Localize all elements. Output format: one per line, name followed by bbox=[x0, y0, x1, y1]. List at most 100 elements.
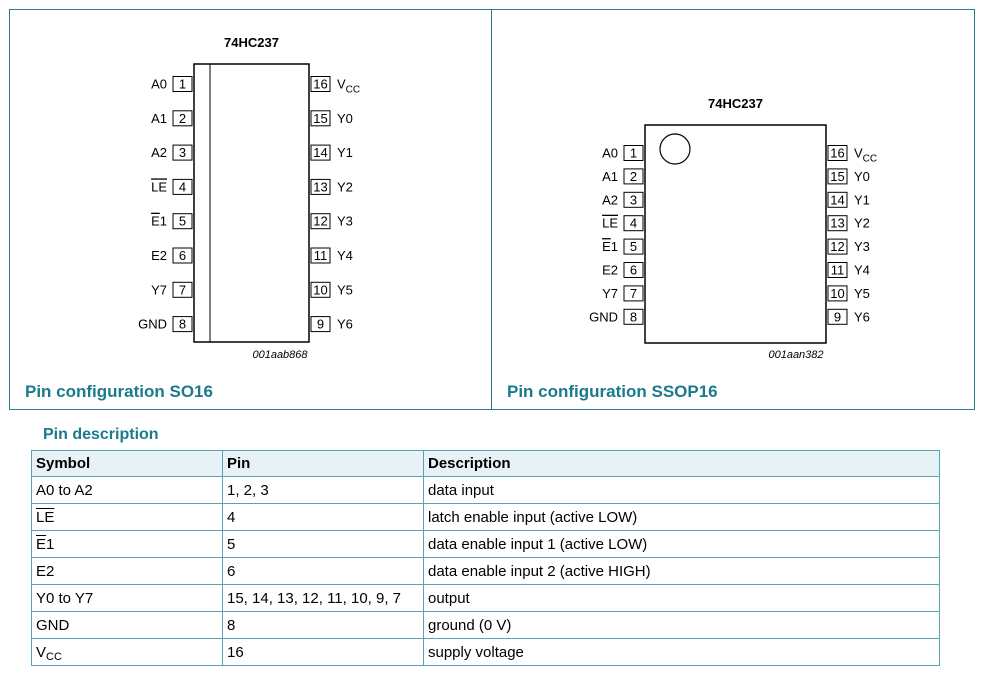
table-row: A0 to A2 1, 2, 3 data input bbox=[31, 476, 940, 504]
pin-number: 12 bbox=[313, 214, 327, 229]
pin-box bbox=[827, 168, 848, 185]
pin-label: E2 bbox=[602, 263, 618, 278]
pin-number: 10 bbox=[313, 282, 327, 297]
pin-label: Y0 bbox=[337, 111, 353, 126]
pin-number: 4 bbox=[179, 179, 186, 194]
pin-number: 7 bbox=[179, 282, 186, 297]
pin-label: VCC bbox=[337, 77, 360, 96]
pin-label: GND bbox=[138, 317, 167, 332]
pin-cell: 6 bbox=[222, 557, 424, 585]
pin-box bbox=[827, 215, 848, 232]
pin-number: 2 bbox=[630, 169, 637, 184]
pin-cell: 1, 2, 3 bbox=[222, 476, 424, 504]
pin-description-title: Pin description bbox=[43, 426, 159, 443]
pin-box bbox=[827, 191, 848, 208]
drawing-code: 001aab868 bbox=[252, 349, 308, 361]
table-row: E1 5 data enable input 1 (active LOW) bbox=[31, 530, 940, 558]
pin-label: E1 bbox=[151, 214, 167, 229]
pin-number: 2 bbox=[179, 111, 186, 126]
description-cell: latch enable input (active LOW) bbox=[423, 503, 940, 531]
pin-cell: 5 bbox=[222, 530, 424, 558]
pin-cell: 16 bbox=[222, 638, 424, 666]
pin-box bbox=[310, 247, 331, 264]
pin-label: A2 bbox=[151, 145, 167, 160]
header-pin: Pin bbox=[222, 450, 424, 477]
pin-number: 6 bbox=[630, 263, 637, 278]
table-row: E2 6 data enable input 2 (active HIGH) bbox=[31, 557, 940, 585]
pin-number: 3 bbox=[179, 145, 186, 160]
pin-box bbox=[310, 178, 331, 195]
pin-number: 15 bbox=[830, 169, 844, 184]
ssop16-pin-diagram: 74HC237001aan3821A02A13A24LE5E16E27Y78GN… bbox=[589, 96, 877, 361]
pin-label: A1 bbox=[602, 169, 618, 184]
symbol-cell: VCC bbox=[31, 638, 223, 666]
pin-box bbox=[310, 316, 331, 333]
pin-cell: 15, 14, 13, 12, 11, 10, 9, 7 bbox=[222, 584, 424, 612]
pin-number: 12 bbox=[830, 239, 844, 254]
pin-number: 8 bbox=[179, 317, 186, 332]
pin-label: LE bbox=[151, 179, 167, 194]
symbol-text: E1 bbox=[36, 535, 55, 553]
pin-label: E1 bbox=[602, 239, 618, 254]
pin-number: 16 bbox=[313, 77, 327, 92]
pin-number: 1 bbox=[630, 146, 637, 161]
pin-number: 5 bbox=[630, 239, 637, 254]
pin-number: 4 bbox=[630, 216, 637, 231]
pin-label: Y1 bbox=[337, 145, 353, 160]
table-row: VCC 16 supply voltage bbox=[31, 638, 940, 666]
table-row: Y0 to Y7 15, 14, 13, 12, 11, 10, 9, 7 ou… bbox=[31, 584, 940, 612]
description-cell: data enable input 2 (active HIGH) bbox=[423, 557, 940, 585]
ssop16-caption: Pin configuration SSOP16 bbox=[507, 382, 718, 401]
pin-number: 13 bbox=[313, 179, 327, 194]
symbol-cell: A0 to A2 bbox=[31, 476, 223, 504]
pin-cell: 8 bbox=[222, 611, 424, 639]
pin-number: 10 bbox=[830, 286, 844, 301]
description-cell: supply voltage bbox=[423, 638, 940, 666]
pin-label: Y2 bbox=[337, 179, 353, 194]
pin-box bbox=[310, 281, 331, 298]
pin-label: Y7 bbox=[602, 286, 618, 301]
pin-box bbox=[827, 262, 848, 278]
symbol-cell: LE bbox=[31, 503, 223, 531]
description-cell: data enable input 1 (active LOW) bbox=[423, 530, 940, 558]
symbol-subscript: CC bbox=[46, 650, 62, 663]
pin-number: 3 bbox=[630, 192, 637, 207]
table-row: GND 8 ground (0 V) bbox=[31, 611, 940, 639]
pin-box bbox=[827, 145, 848, 161]
pin-number: 11 bbox=[831, 263, 845, 278]
pin-label: Y0 bbox=[854, 169, 870, 184]
table-header-row: Symbol Pin Description bbox=[31, 450, 940, 477]
pin-label: E2 bbox=[151, 248, 167, 263]
pin-number: 14 bbox=[313, 145, 327, 160]
so16-pin-diagram: 74HC237001aab8681A02A13A24LE5E16E27Y78GN… bbox=[138, 35, 360, 361]
pin-number: 16 bbox=[830, 146, 844, 161]
pin-label: Y3 bbox=[337, 214, 353, 229]
symbol-cell: GND bbox=[31, 611, 223, 639]
pin-cell: 4 bbox=[222, 503, 424, 531]
header-description: Description bbox=[423, 450, 940, 477]
pin-box bbox=[310, 110, 331, 127]
pin-label: LE bbox=[602, 216, 618, 231]
pin-box bbox=[827, 238, 848, 255]
pin-number: 13 bbox=[830, 216, 844, 231]
so16-caption: Pin configuration SO16 bbox=[25, 382, 213, 401]
pin-label: Y3 bbox=[854, 239, 870, 254]
chip-name: 74HC237 bbox=[224, 35, 279, 50]
pin-label: Y7 bbox=[151, 282, 167, 297]
pin-label: Y6 bbox=[854, 309, 870, 324]
pin-label: A0 bbox=[602, 146, 618, 161]
symbol-text: V bbox=[36, 643, 47, 661]
description-cell: ground (0 V) bbox=[423, 611, 940, 639]
description-cell: data input bbox=[423, 476, 940, 504]
symbol-cell: E2 bbox=[31, 557, 223, 585]
drawing-code: 001aan382 bbox=[768, 349, 823, 361]
symbol-cell: E1 bbox=[31, 530, 223, 558]
pin-number: 9 bbox=[317, 317, 324, 332]
pin-label: GND bbox=[589, 309, 618, 324]
pin-number: 11 bbox=[314, 248, 328, 263]
description-cell: output bbox=[423, 584, 940, 612]
pin-label: Y6 bbox=[337, 317, 353, 332]
pin-number: 9 bbox=[834, 309, 841, 324]
symbol-text: LE bbox=[36, 508, 55, 526]
